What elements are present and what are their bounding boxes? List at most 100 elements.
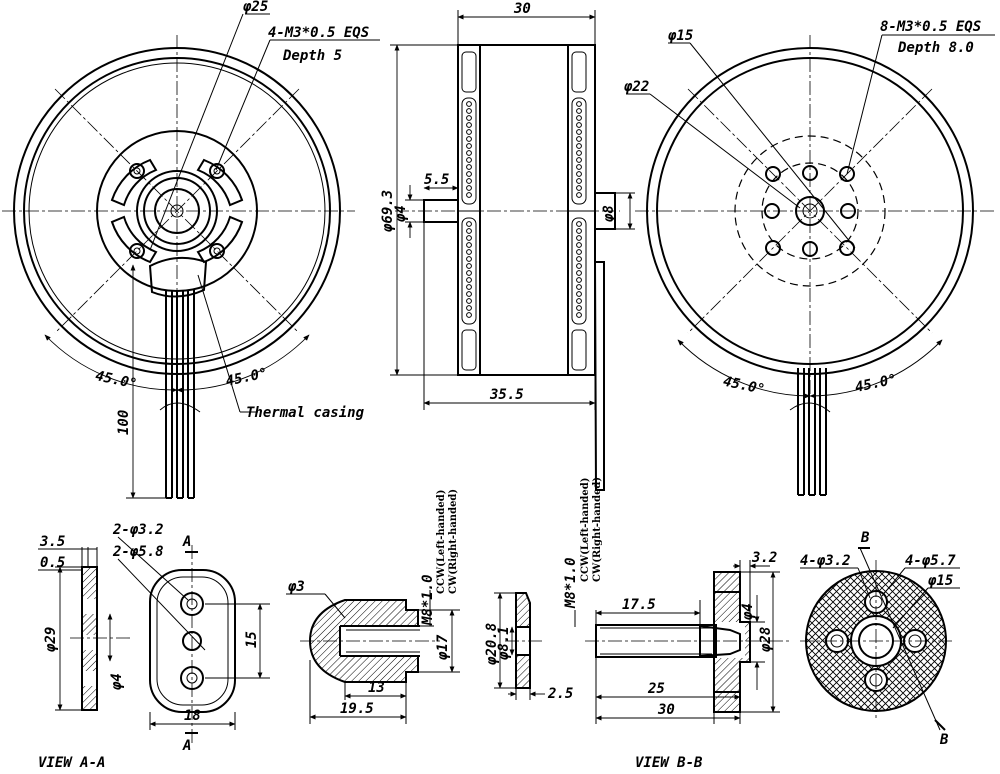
- label-a-18: 18: [184, 708, 201, 724]
- vent-dot: [466, 178, 472, 184]
- label-a-section-bottom: A: [182, 738, 191, 754]
- vent-dot: [466, 185, 472, 191]
- vent-dot: [466, 228, 472, 234]
- side-view: [390, 10, 635, 491]
- label-a-2-d5-8: 2-φ5.8: [112, 544, 164, 560]
- label-shaft-d4: φ4: [393, 205, 409, 223]
- vent-dot: [466, 115, 472, 121]
- view-a-a: [38, 536, 270, 745]
- label-shaft-ccw: CCW(Left-handed): [580, 478, 591, 582]
- vent-dot: [576, 129, 582, 135]
- vent-dot: [576, 228, 582, 234]
- label-length-100: 100: [116, 410, 132, 435]
- prop-nut-section: [286, 590, 460, 724]
- vent-dot: [466, 291, 472, 297]
- vent-dot: [466, 129, 472, 135]
- label-b-section-top: B: [860, 530, 870, 546]
- label-nut-13: 13: [368, 680, 385, 696]
- label-angle-left-1: 45.0°: [94, 368, 139, 392]
- vent-dot: [576, 270, 582, 276]
- label-width-35-5: 35.5: [489, 387, 524, 403]
- vent-dot: [466, 256, 472, 262]
- vent-dot: [576, 221, 582, 227]
- vent-dot: [466, 298, 472, 304]
- vent-dot: [576, 284, 582, 290]
- label-washer-2-5: 2.5: [547, 686, 573, 702]
- vent-dot: [466, 157, 472, 163]
- label-a-0-5: 0.5: [40, 555, 65, 571]
- vent-dot: [466, 150, 472, 156]
- label-nut-m8: M8*1.0: [420, 574, 436, 626]
- label-a-d29: φ29: [43, 627, 59, 653]
- label-angle-right-2: 45.0°: [854, 372, 899, 396]
- label-washer-d8-1: φ8.1: [496, 626, 512, 661]
- vent-dot: [576, 101, 582, 107]
- vent-dot: [466, 235, 472, 241]
- label-4-m3-eqs: 4-M3*0.5 EQS: [268, 25, 369, 41]
- vent-dot: [576, 256, 582, 262]
- vent-dot: [466, 277, 472, 283]
- view-b-b-title: VIEW B-B: [635, 755, 703, 771]
- vent-dot: [466, 143, 472, 149]
- vent-dot: [466, 101, 472, 107]
- label-angle-left-2: 45.0°: [224, 365, 269, 389]
- label-a-section-top: A: [182, 534, 191, 550]
- label-angle-right-1: 45.0°: [722, 374, 767, 398]
- vent-dot: [576, 263, 582, 269]
- vent-dot: [576, 312, 582, 318]
- label-d22: φ22: [623, 79, 649, 95]
- vent-dot: [466, 305, 472, 311]
- label-shaft-17-5: 17.5: [622, 597, 656, 613]
- vent-dot: [576, 298, 582, 304]
- vent-dot: [576, 108, 582, 114]
- label-d8: φ8: [601, 205, 617, 223]
- label-shaft-d4: φ4: [740, 603, 756, 621]
- label-shaft-m8: M8*1.0: [563, 557, 579, 609]
- vent-dot: [576, 143, 582, 149]
- label-nut-cw: CW(Right-handed): [448, 489, 459, 594]
- label-depth-5: Depth 5: [282, 48, 342, 64]
- vent-dot: [576, 136, 582, 142]
- label-d15-rear: φ15: [667, 28, 693, 44]
- vent-dot: [576, 178, 582, 184]
- label-b-4-d5-7: 4-φ5.7: [905, 553, 956, 569]
- vent-dot: [466, 263, 472, 269]
- label-shaft-5-5: 5.5: [424, 172, 449, 188]
- label-8-m3-eqs: 8-M3*0.5 EQS: [880, 19, 981, 35]
- label-b-section-bottom: B: [939, 732, 949, 748]
- label-a-15: 15: [244, 631, 260, 648]
- label-shaft-30: 30: [657, 702, 675, 718]
- vent-dot: [466, 164, 472, 170]
- label-nut-ccw: CCW(Left-handed): [436, 490, 447, 594]
- label-width-30-top: 30: [513, 1, 531, 17]
- label-depth-8: Depth 8.0: [897, 40, 974, 56]
- vent-dot: [576, 192, 582, 198]
- right-rear-view: [626, 34, 995, 496]
- label-washer-d20-8: φ20.8: [484, 623, 500, 666]
- label-thermal-casing: Thermal casing: [246, 405, 365, 421]
- vent-dot: [576, 115, 582, 121]
- vent-dot: [576, 305, 582, 311]
- vent-dot: [576, 277, 582, 283]
- vent-dot: [576, 235, 582, 241]
- vent-dot: [466, 136, 472, 142]
- vent-dot: [576, 242, 582, 248]
- vent-dot: [576, 157, 582, 163]
- vent-dot: [576, 164, 582, 170]
- vent-dot: [576, 150, 582, 156]
- vent-dot: [466, 171, 472, 177]
- vent-dot: [466, 270, 472, 276]
- label-shaft-cw: CW(Right-handed): [592, 477, 603, 582]
- label-a-2-d3-2: 2-φ3.2: [112, 522, 164, 538]
- washer-section: [494, 592, 545, 700]
- vent-dot: [576, 291, 582, 297]
- vent-dot: [466, 284, 472, 290]
- label-a-d4: φ4: [109, 673, 125, 691]
- vent-dot: [576, 249, 582, 255]
- label-nut-d3: φ3: [287, 579, 305, 595]
- view-a-a-title: VIEW A-A: [38, 755, 105, 771]
- label-shaft-3-2: 3.2: [751, 550, 777, 566]
- label-nut-d17: φ17: [435, 634, 451, 661]
- vent-dot: [576, 171, 582, 177]
